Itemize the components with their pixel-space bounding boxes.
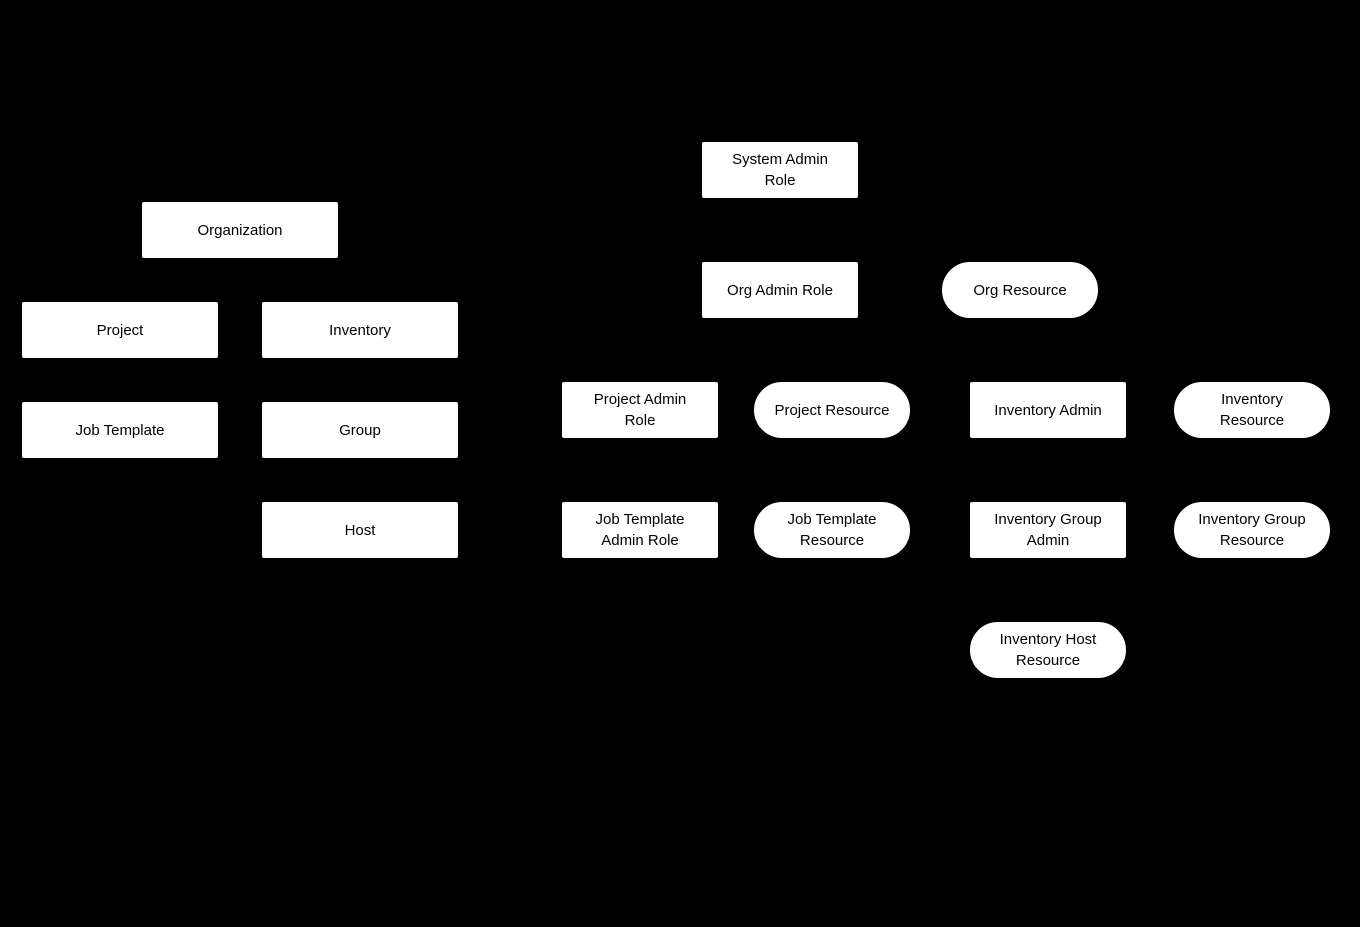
node-project-admin-role: Project Admin Role (561, 381, 719, 439)
node-host: Host (261, 501, 459, 559)
node-project: Project (21, 301, 219, 359)
node-project-resource: Project Resource (753, 381, 911, 439)
node-job-template-admin-role: Job Template Admin Role (561, 501, 719, 559)
node-inventory-resource: Inventory Resource (1173, 381, 1331, 439)
node-inventory-group-admin: Inventory Group Admin (969, 501, 1127, 559)
node-inventory: Inventory (261, 301, 459, 359)
node-inventory-host-resource: Inventory Host Resource (969, 621, 1127, 679)
node-system-admin-role: System Admin Role (701, 141, 859, 199)
node-org-resource: Org Resource (941, 261, 1099, 319)
node-org-admin-role: Org Admin Role (701, 261, 859, 319)
node-inventory-group-resource: Inventory Group Resource (1173, 501, 1331, 559)
node-organization: Organization (141, 201, 339, 259)
node-job-template: Job Template (21, 401, 219, 459)
node-inventory-admin: Inventory Admin (969, 381, 1127, 439)
node-group: Group (261, 401, 459, 459)
node-job-template-resource: Job Template Resource (753, 501, 911, 559)
